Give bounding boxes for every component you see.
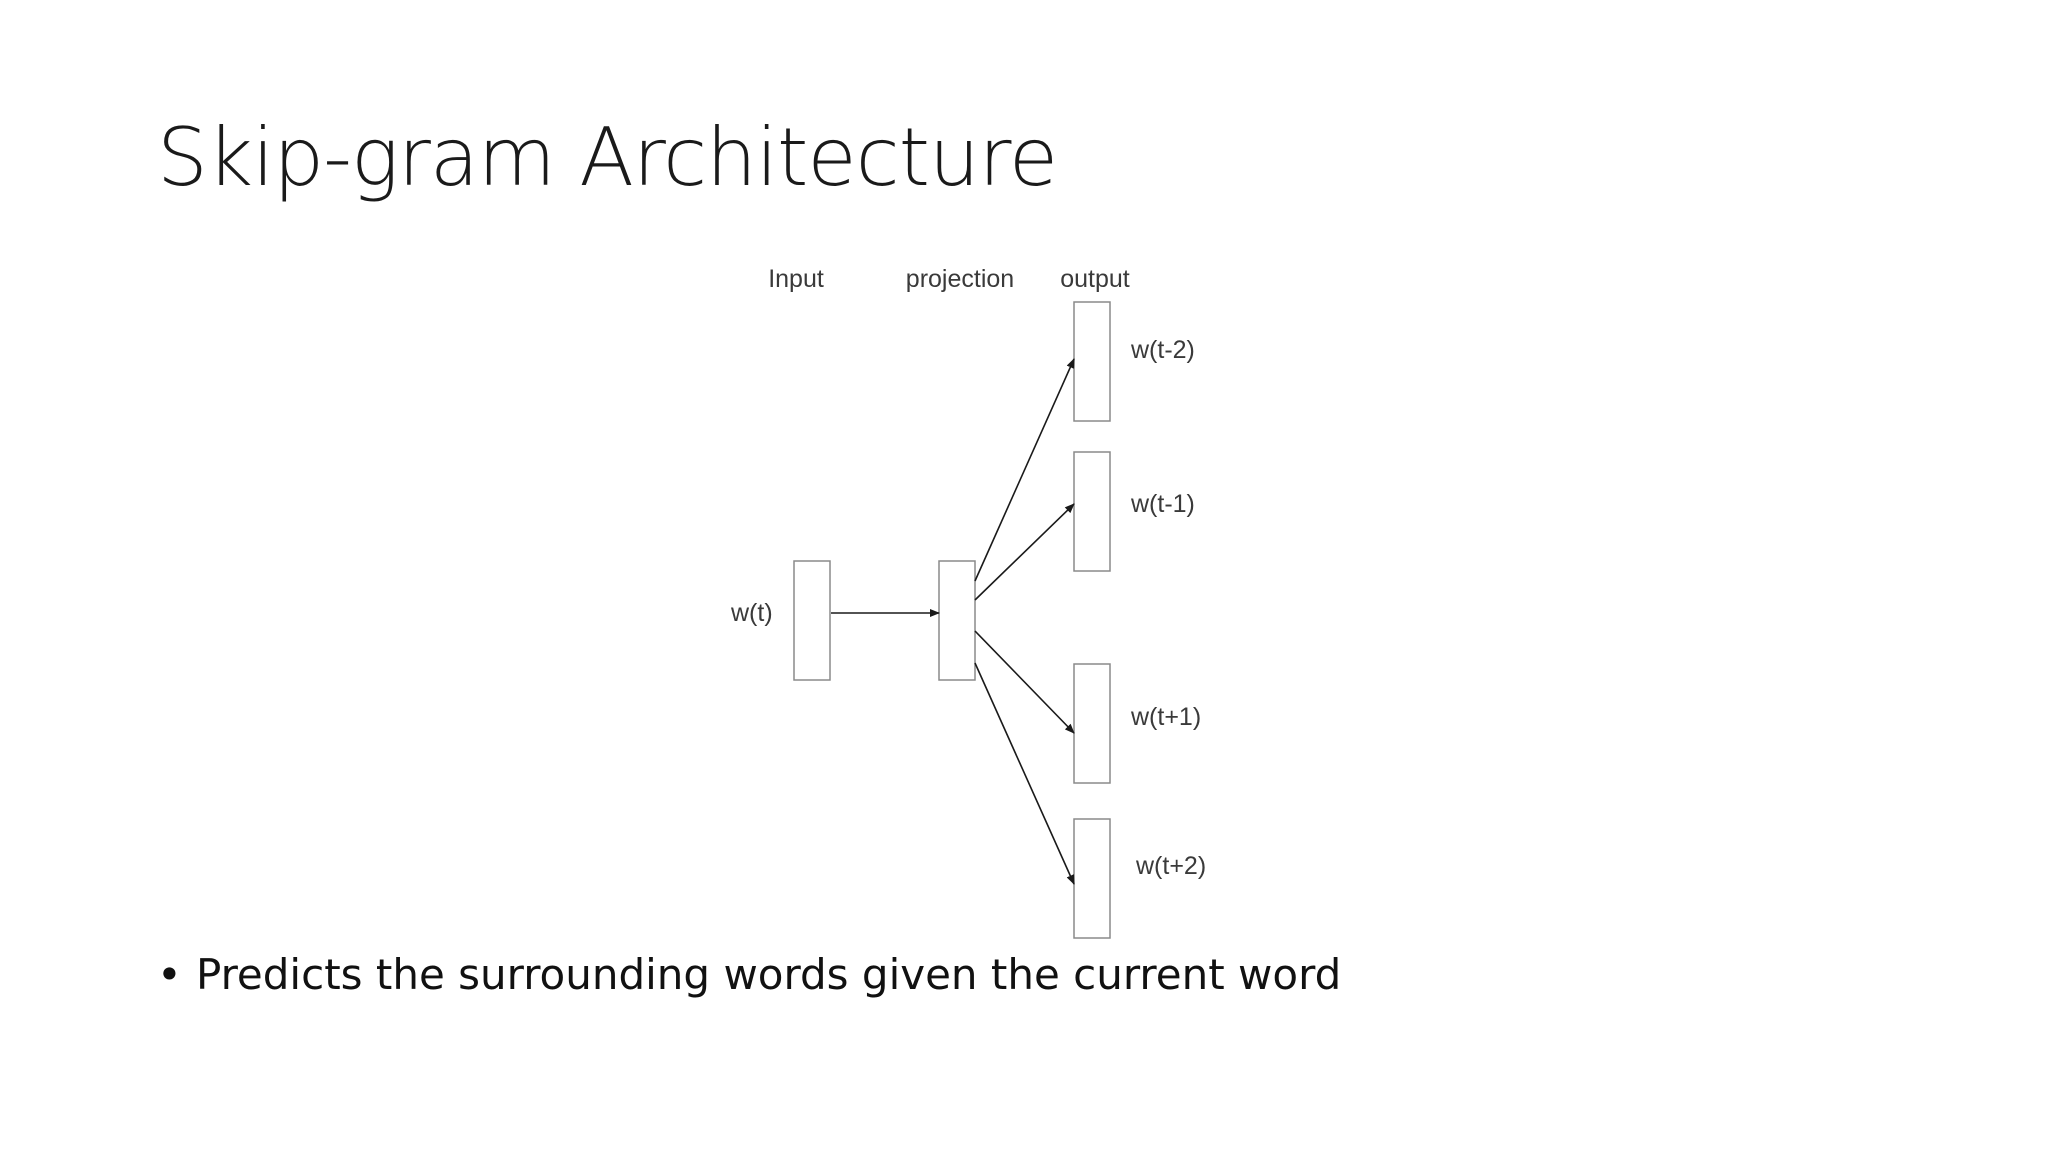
output-vector-box-t-2 — [1073, 301, 1111, 422]
output-word-label-t-1: w(t-1) — [1130, 490, 1195, 518]
projection-to-output-arrow-t-1 — [974, 503, 1075, 601]
projection-to-output-arrow-t+2 — [974, 662, 1075, 885]
output-word-label-t+1: w(t+1) — [1130, 703, 1201, 731]
bullet-list: • Predicts the surrounding words given t… — [157, 954, 1341, 996]
slide-title: Skip-gram Architecture — [157, 111, 1058, 204]
projection-layer-label: projection — [906, 265, 1014, 293]
output-layer-label: output — [1060, 265, 1130, 293]
input-vector-box — [793, 560, 831, 681]
bullet-marker: • — [157, 950, 182, 999]
input-word-label: w(t) — [730, 599, 773, 627]
output-vector-box-t-1 — [1073, 451, 1111, 572]
output-vector-box-t+1 — [1073, 663, 1111, 784]
bullet-text: Predicts the surrounding words given the… — [196, 950, 1342, 999]
projection-to-output-arrow-t+1 — [974, 630, 1075, 734]
bullet-item: • Predicts the surrounding words given t… — [157, 954, 1341, 996]
input-layer-label: Input — [768, 265, 824, 293]
projection-to-output-arrow-t-2 — [974, 358, 1075, 582]
output-vector-box-t+2 — [1073, 818, 1111, 939]
output-word-label-t+2: w(t+2) — [1135, 852, 1206, 880]
output-word-label-t-2: w(t-2) — [1130, 336, 1195, 364]
projection-vector-box — [938, 560, 976, 681]
